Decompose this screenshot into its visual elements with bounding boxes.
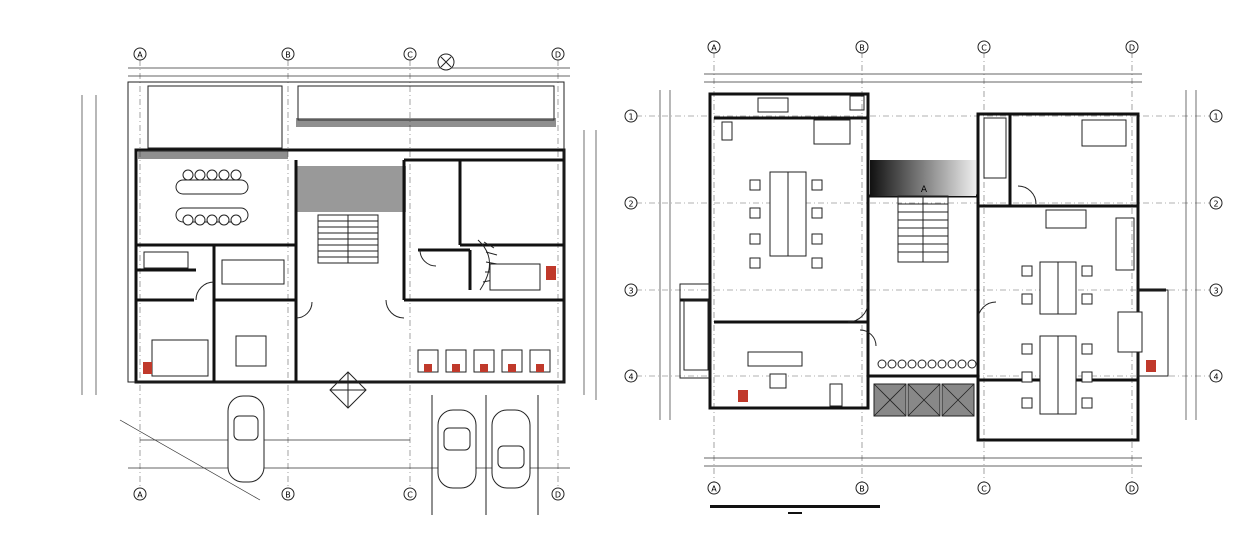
svg-text:1: 1 bbox=[1213, 113, 1218, 122]
svg-text:B: B bbox=[859, 485, 865, 494]
svg-text:D: D bbox=[1129, 44, 1135, 53]
grid-bubble-right-2: 2 bbox=[1209, 196, 1223, 210]
grid-bubble-bottom-a: A bbox=[707, 481, 721, 495]
grid-bubble-top-b: B bbox=[855, 40, 869, 54]
svg-text:C: C bbox=[407, 51, 413, 60]
svg-text:3: 3 bbox=[1213, 287, 1218, 296]
svg-text:C: C bbox=[407, 491, 413, 500]
grid-bubble-top-c: C bbox=[977, 40, 991, 54]
grid-bubble-bottom-d: D bbox=[551, 487, 565, 501]
svg-text:4: 4 bbox=[1213, 373, 1218, 382]
grid-bubble-top-b: B bbox=[281, 47, 295, 61]
grid-bubble-right-4: 4 bbox=[1209, 369, 1223, 383]
grid-bubble-bottom-c: C bbox=[403, 487, 417, 501]
svg-text:A: A bbox=[711, 44, 717, 53]
stair bbox=[317, 214, 379, 264]
stair-label: A bbox=[921, 185, 928, 195]
grid-bubble-bottom-b: B bbox=[281, 487, 295, 501]
car-icon bbox=[491, 409, 531, 489]
svg-text:A: A bbox=[137, 51, 143, 60]
seating-row bbox=[877, 359, 977, 369]
workstation-cluster bbox=[1021, 261, 1093, 415]
terrace-hatch bbox=[296, 118, 556, 127]
grid-bubble-left-1: 1 bbox=[624, 109, 638, 123]
void-opening bbox=[870, 160, 976, 196]
svg-text:B: B bbox=[285, 491, 291, 500]
grid-bubble-top-a: A bbox=[133, 47, 147, 61]
workstation-cluster bbox=[749, 171, 823, 269]
sheet-caption-graphic bbox=[710, 505, 880, 514]
compass-icon bbox=[437, 53, 455, 71]
svg-text:C: C bbox=[981, 44, 987, 53]
left-floor-plan: A B C D A B C D bbox=[81, 47, 597, 515]
grid-bubble-bottom-c: C bbox=[977, 481, 991, 495]
workstation-row bbox=[417, 349, 551, 373]
desk bbox=[1045, 209, 1087, 229]
svg-text:A: A bbox=[711, 485, 717, 494]
svg-text:D: D bbox=[555, 491, 561, 500]
desk bbox=[235, 335, 267, 367]
grid-bubble-bottom-b: B bbox=[855, 481, 869, 495]
conference-table-top bbox=[175, 169, 249, 195]
glass-panels bbox=[873, 383, 975, 417]
svg-text:A: A bbox=[137, 491, 143, 500]
car-icon bbox=[227, 395, 265, 483]
svg-text:2: 2 bbox=[628, 200, 633, 209]
grid-bubble-top-d: D bbox=[1125, 40, 1139, 54]
grid-bubble-top-c: C bbox=[403, 47, 417, 61]
grid-bubble-left-4: 4 bbox=[624, 369, 638, 383]
svg-text:B: B bbox=[859, 44, 865, 53]
grid-bubble-bottom-a: A bbox=[133, 487, 147, 501]
svg-text:D: D bbox=[555, 51, 561, 60]
desk bbox=[813, 119, 851, 145]
grid-bubble-right-3: 3 bbox=[1209, 283, 1223, 297]
svg-text:2: 2 bbox=[1213, 200, 1218, 209]
grid-bubble-left-3: 3 bbox=[624, 283, 638, 297]
west-wing-wall bbox=[708, 92, 870, 410]
right-floor-plan: A B C D A B C D bbox=[624, 40, 1223, 495]
stair: A bbox=[897, 185, 949, 263]
grid-bubble-bottom-d: D bbox=[1125, 481, 1139, 495]
svg-text:D: D bbox=[1129, 485, 1135, 494]
east-wing-wall bbox=[976, 112, 1140, 442]
desk bbox=[151, 339, 209, 377]
grid-bubble-left-2: 2 bbox=[624, 196, 638, 210]
car-icon bbox=[437, 409, 477, 489]
svg-text:B: B bbox=[285, 51, 291, 60]
svg-text:C: C bbox=[981, 485, 987, 494]
grid-bubble-top-d: D bbox=[551, 47, 565, 61]
grid-bubble-right-1: 1 bbox=[1209, 109, 1223, 123]
garden-court bbox=[296, 166, 406, 212]
svg-text:1: 1 bbox=[628, 113, 633, 122]
desk bbox=[1081, 119, 1127, 147]
svg-text:3: 3 bbox=[628, 287, 633, 296]
conference-table-bottom bbox=[175, 207, 249, 226]
grid-bubble-top-a: A bbox=[707, 40, 721, 54]
svg-text:4: 4 bbox=[628, 373, 633, 382]
